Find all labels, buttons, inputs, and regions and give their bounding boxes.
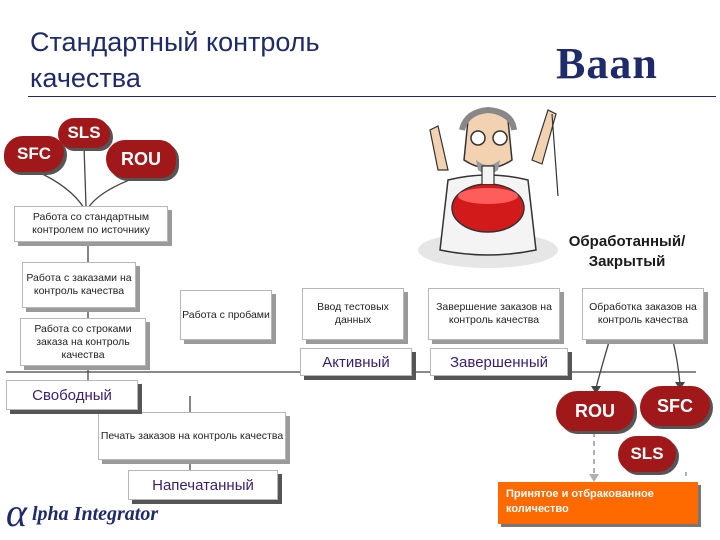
state-printed: Напечатанный <box>128 470 278 500</box>
page-title-line1: Стандартный контроль <box>30 27 320 57</box>
test-data-box: Ввод тестовых данных <box>302 288 404 340</box>
baan-logo: Baan <box>556 39 658 88</box>
state-completed: Завершенный <box>430 348 568 376</box>
qc-orders-box: Работа с заказами на контроль качества <box>22 262 136 308</box>
sfc-blob-top: SFC <box>4 136 64 172</box>
accepted-rejected-box: Принятое и отбракованное количество <box>498 482 698 524</box>
print-orders-box: Печать заказов на контроль качества <box>98 412 286 460</box>
alpha-integrator-logo: α lpha Integrator <box>6 490 158 534</box>
sls-blob-top: SLS <box>58 118 110 148</box>
processed-closed-label: Обработанный/ Закрытый <box>568 233 686 270</box>
sfc-blob-bottom: SFC <box>640 386 710 426</box>
rou-blob-top: ROU <box>106 140 176 178</box>
source-control-box: Работа со стандартным контролем по источ… <box>14 206 168 242</box>
page-title-line2: качества <box>30 63 141 93</box>
title-divider <box>28 96 716 97</box>
state-active: Активный <box>300 348 412 376</box>
page-title: Стандартный контроль качества <box>30 24 320 96</box>
svg-text:lpha Integrator: lpha Integrator <box>32 503 158 525</box>
samples-box: Работа с пробами <box>180 290 272 340</box>
scientist-illustration <box>418 106 559 268</box>
order-lines-box: Работа со строками заказа на контроль ка… <box>20 318 146 366</box>
process-orders-box: Обработка заказов на контроль качества <box>582 288 704 340</box>
state-free: Свободный <box>6 380 138 410</box>
sls-blob-bottom: SLS <box>618 436 676 472</box>
rou-blob-bottom: ROU <box>556 391 634 431</box>
svg-text:α: α <box>6 490 28 534</box>
complete-orders-box: Завершение заказов на контроль качества <box>428 288 560 340</box>
